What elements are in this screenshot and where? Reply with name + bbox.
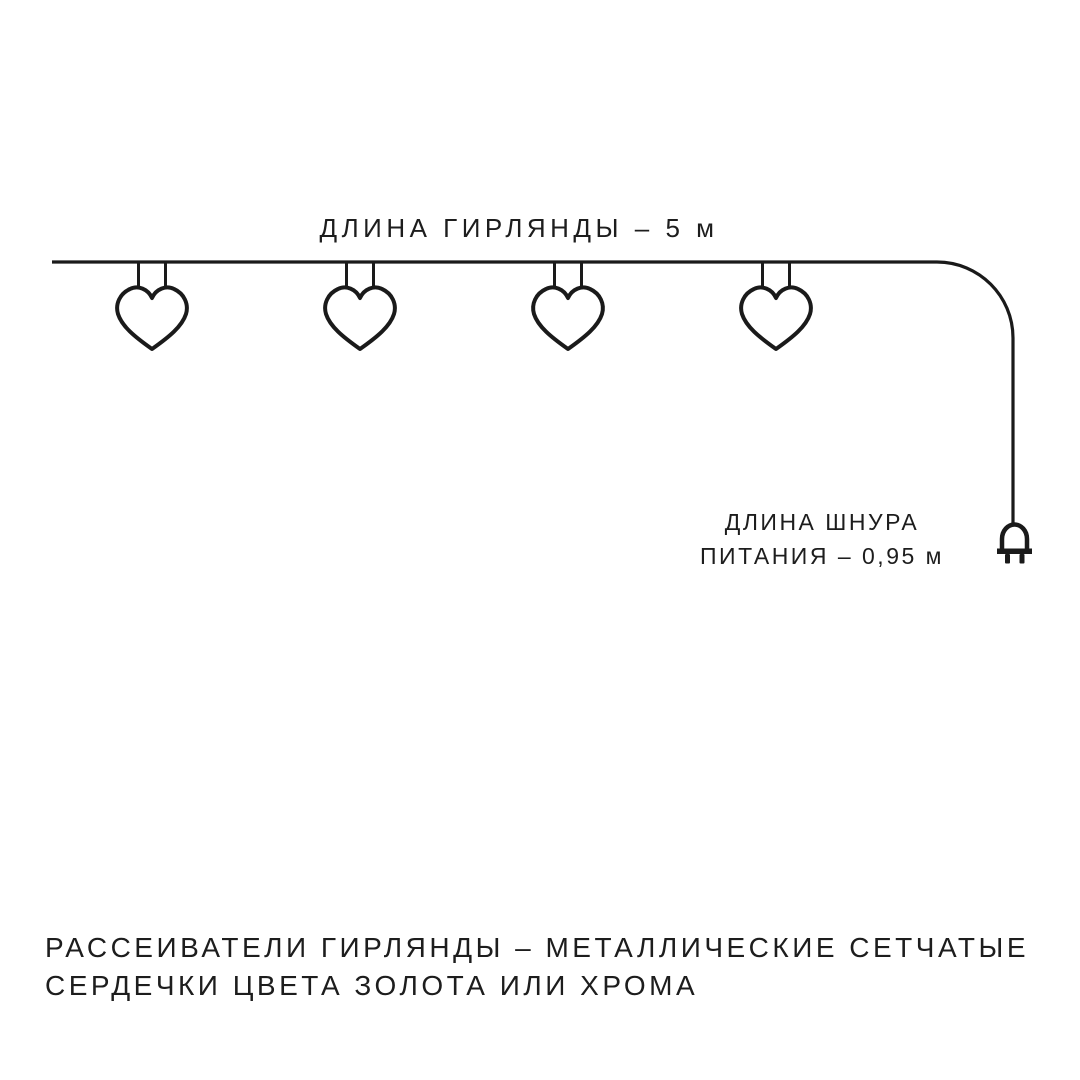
heart-diffuser-icon [739,261,813,351]
power-plug-icon [997,522,1032,564]
cord-length-label-line2: ПИТАНИЯ – 0,95 м [700,543,944,569]
cord-length-label: ДЛИНА ШНУРА ПИТАНИЯ – 0,95 м [700,505,944,573]
heart-diffuser-icon [323,261,397,351]
heart-diffuser-icon [115,261,189,351]
diffuser-description-line1: РАССЕИВАТЕЛИ ГИРЛЯНДЫ – МЕТАЛЛИЧЕСКИЕ СЕ… [45,932,1029,963]
cord-length-label-line1: ДЛИНА ШНУРА [724,509,920,535]
diffuser-description: РАССЕИВАТЕЛИ ГИРЛЯНДЫ – МЕТАЛЛИЧЕСКИЕ СЕ… [45,929,1029,1005]
garland-length-label: ДЛИНА ГИРЛЯНДЫ – 5 м [319,213,719,243]
diffuser-description-line2: СЕРДЕЧКИ ЦВЕТА ЗОЛОТА ИЛИ ХРОМА [45,970,699,1001]
garland-wire [52,260,1015,523]
heart-diffuser-icon [531,261,605,351]
